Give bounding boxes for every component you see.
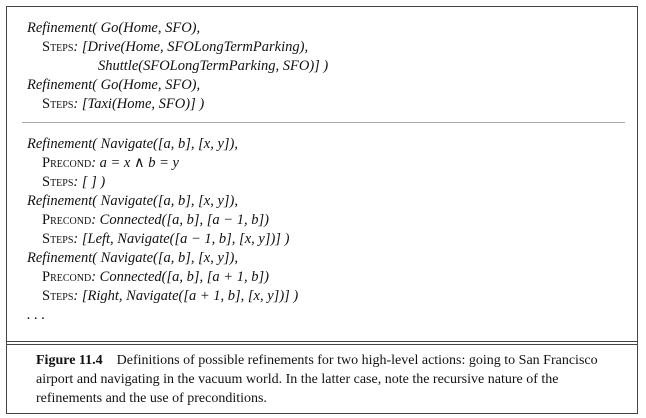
keyword-precond: Precond	[42, 269, 92, 285]
code-text: : [Taxi(Home, SFO)] )	[73, 96, 205, 112]
keyword-steps: Steps	[42, 174, 74, 190]
code-line: Refinement( Go(Home, SFO),	[27, 77, 201, 93]
keyword-steps: Steps	[42, 288, 74, 304]
refinement-section-navigate: Refinement( Navigate([a, b], [x, y]), Pr…	[27, 135, 627, 325]
code-line: Shuttle(SFOLongTermParking, SFO)] )	[98, 58, 329, 74]
code-line: Precond: Connected([a, b], [a − 1, b])	[27, 211, 627, 230]
caption-text: Definitions of possible refinements for …	[36, 353, 598, 406]
refinement-section-sfo: Refinement( Go(Home, SFO), Steps: [Drive…	[27, 19, 627, 114]
code-text: : [Left, Navigate([a − 1, b], [x, y])] )	[73, 231, 290, 247]
code-line: Steps: [Right, Navigate([a + 1, b], [x, …	[27, 287, 627, 306]
keyword-steps: Steps	[42, 39, 74, 55]
caption-rule-bottom	[7, 344, 637, 345]
code-line: Steps: [Taxi(Home, SFO)] )	[27, 95, 627, 114]
code-text: : a = x ∧ b = y	[91, 155, 179, 171]
code-text: : Connected([a, b], [a − 1, b])	[91, 212, 269, 228]
code-text: : [Right, Navigate([a + 1, b], [x, y])] …	[73, 288, 299, 304]
code-line: Steps: [Left, Navigate([a − 1, b], [x, y…	[27, 230, 627, 249]
code-line: Steps: [Drive(Home, SFOLongTermParking),	[27, 38, 627, 57]
code-line: Precond: a = x ∧ b = y	[27, 154, 627, 173]
code-line: Refinement( Navigate([a, b], [x, y]),	[27, 193, 239, 209]
code-line: Refinement( Navigate([a, b], [x, y]),	[27, 136, 239, 152]
code-line: Steps: [ ] )	[27, 173, 627, 192]
caption-rule-top	[7, 341, 637, 342]
keyword-steps: Steps	[42, 96, 74, 112]
ellipsis: . . .	[27, 307, 46, 323]
code-text: : [ ] )	[73, 174, 106, 190]
code-text: : Connected([a, b], [a + 1, b])	[91, 269, 269, 285]
keyword-precond: Precond	[42, 155, 92, 171]
code-line: Refinement( Navigate([a, b], [x, y]),	[27, 250, 239, 266]
section-divider	[22, 122, 625, 123]
figure-frame: Refinement( Go(Home, SFO), Steps: [Drive…	[6, 6, 638, 414]
figure-label: Figure 11.4	[36, 353, 103, 368]
code-text: : [Drive(Home, SFOLongTermParking),	[73, 39, 309, 55]
code-line: Refinement( Go(Home, SFO),	[27, 20, 201, 36]
code-line: Precond: Connected([a, b], [a + 1, b])	[27, 268, 627, 287]
keyword-precond: Precond	[42, 212, 92, 228]
keyword-steps: Steps	[42, 231, 74, 247]
